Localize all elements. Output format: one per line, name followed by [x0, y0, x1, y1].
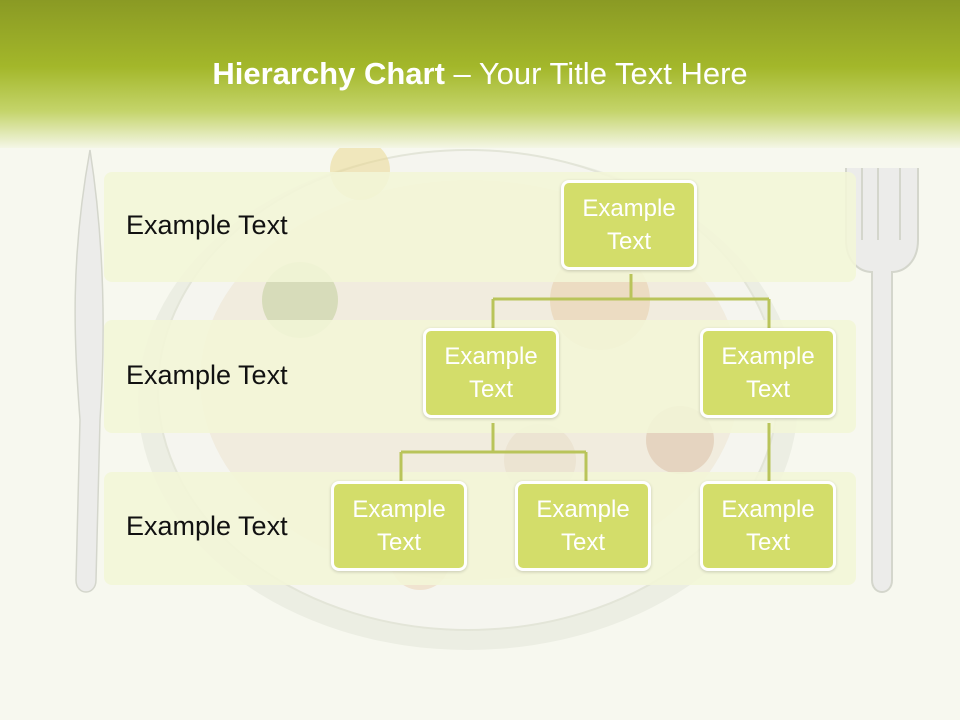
hierarchy-node-level3-middle[interactable]: Example Text [515, 481, 651, 571]
hierarchy-node-level3-right[interactable]: Example Text [700, 481, 836, 571]
hierarchy-node-level3-left[interactable]: Example Text [331, 481, 467, 571]
hierarchy-node-root[interactable]: Example Text [561, 180, 697, 270]
title-bold: Hierarchy Chart [212, 56, 445, 91]
page-title: Hierarchy Chart – Your Title Text Here [0, 56, 960, 92]
level-label-2: Example Text [126, 360, 288, 390]
level-label-3: Example Text [126, 511, 288, 541]
title-bar [0, 0, 960, 148]
fork-icon [845, 168, 919, 593]
hierarchy-node-level2-right[interactable]: Example Text [700, 328, 836, 418]
level-band-1 [104, 172, 856, 282]
title-rest: – Your Title Text Here [444, 56, 748, 91]
knife-icon [74, 149, 104, 593]
level-label-1: Example Text [126, 210, 288, 240]
hierarchy-node-level2-left[interactable]: Example Text [423, 328, 559, 418]
